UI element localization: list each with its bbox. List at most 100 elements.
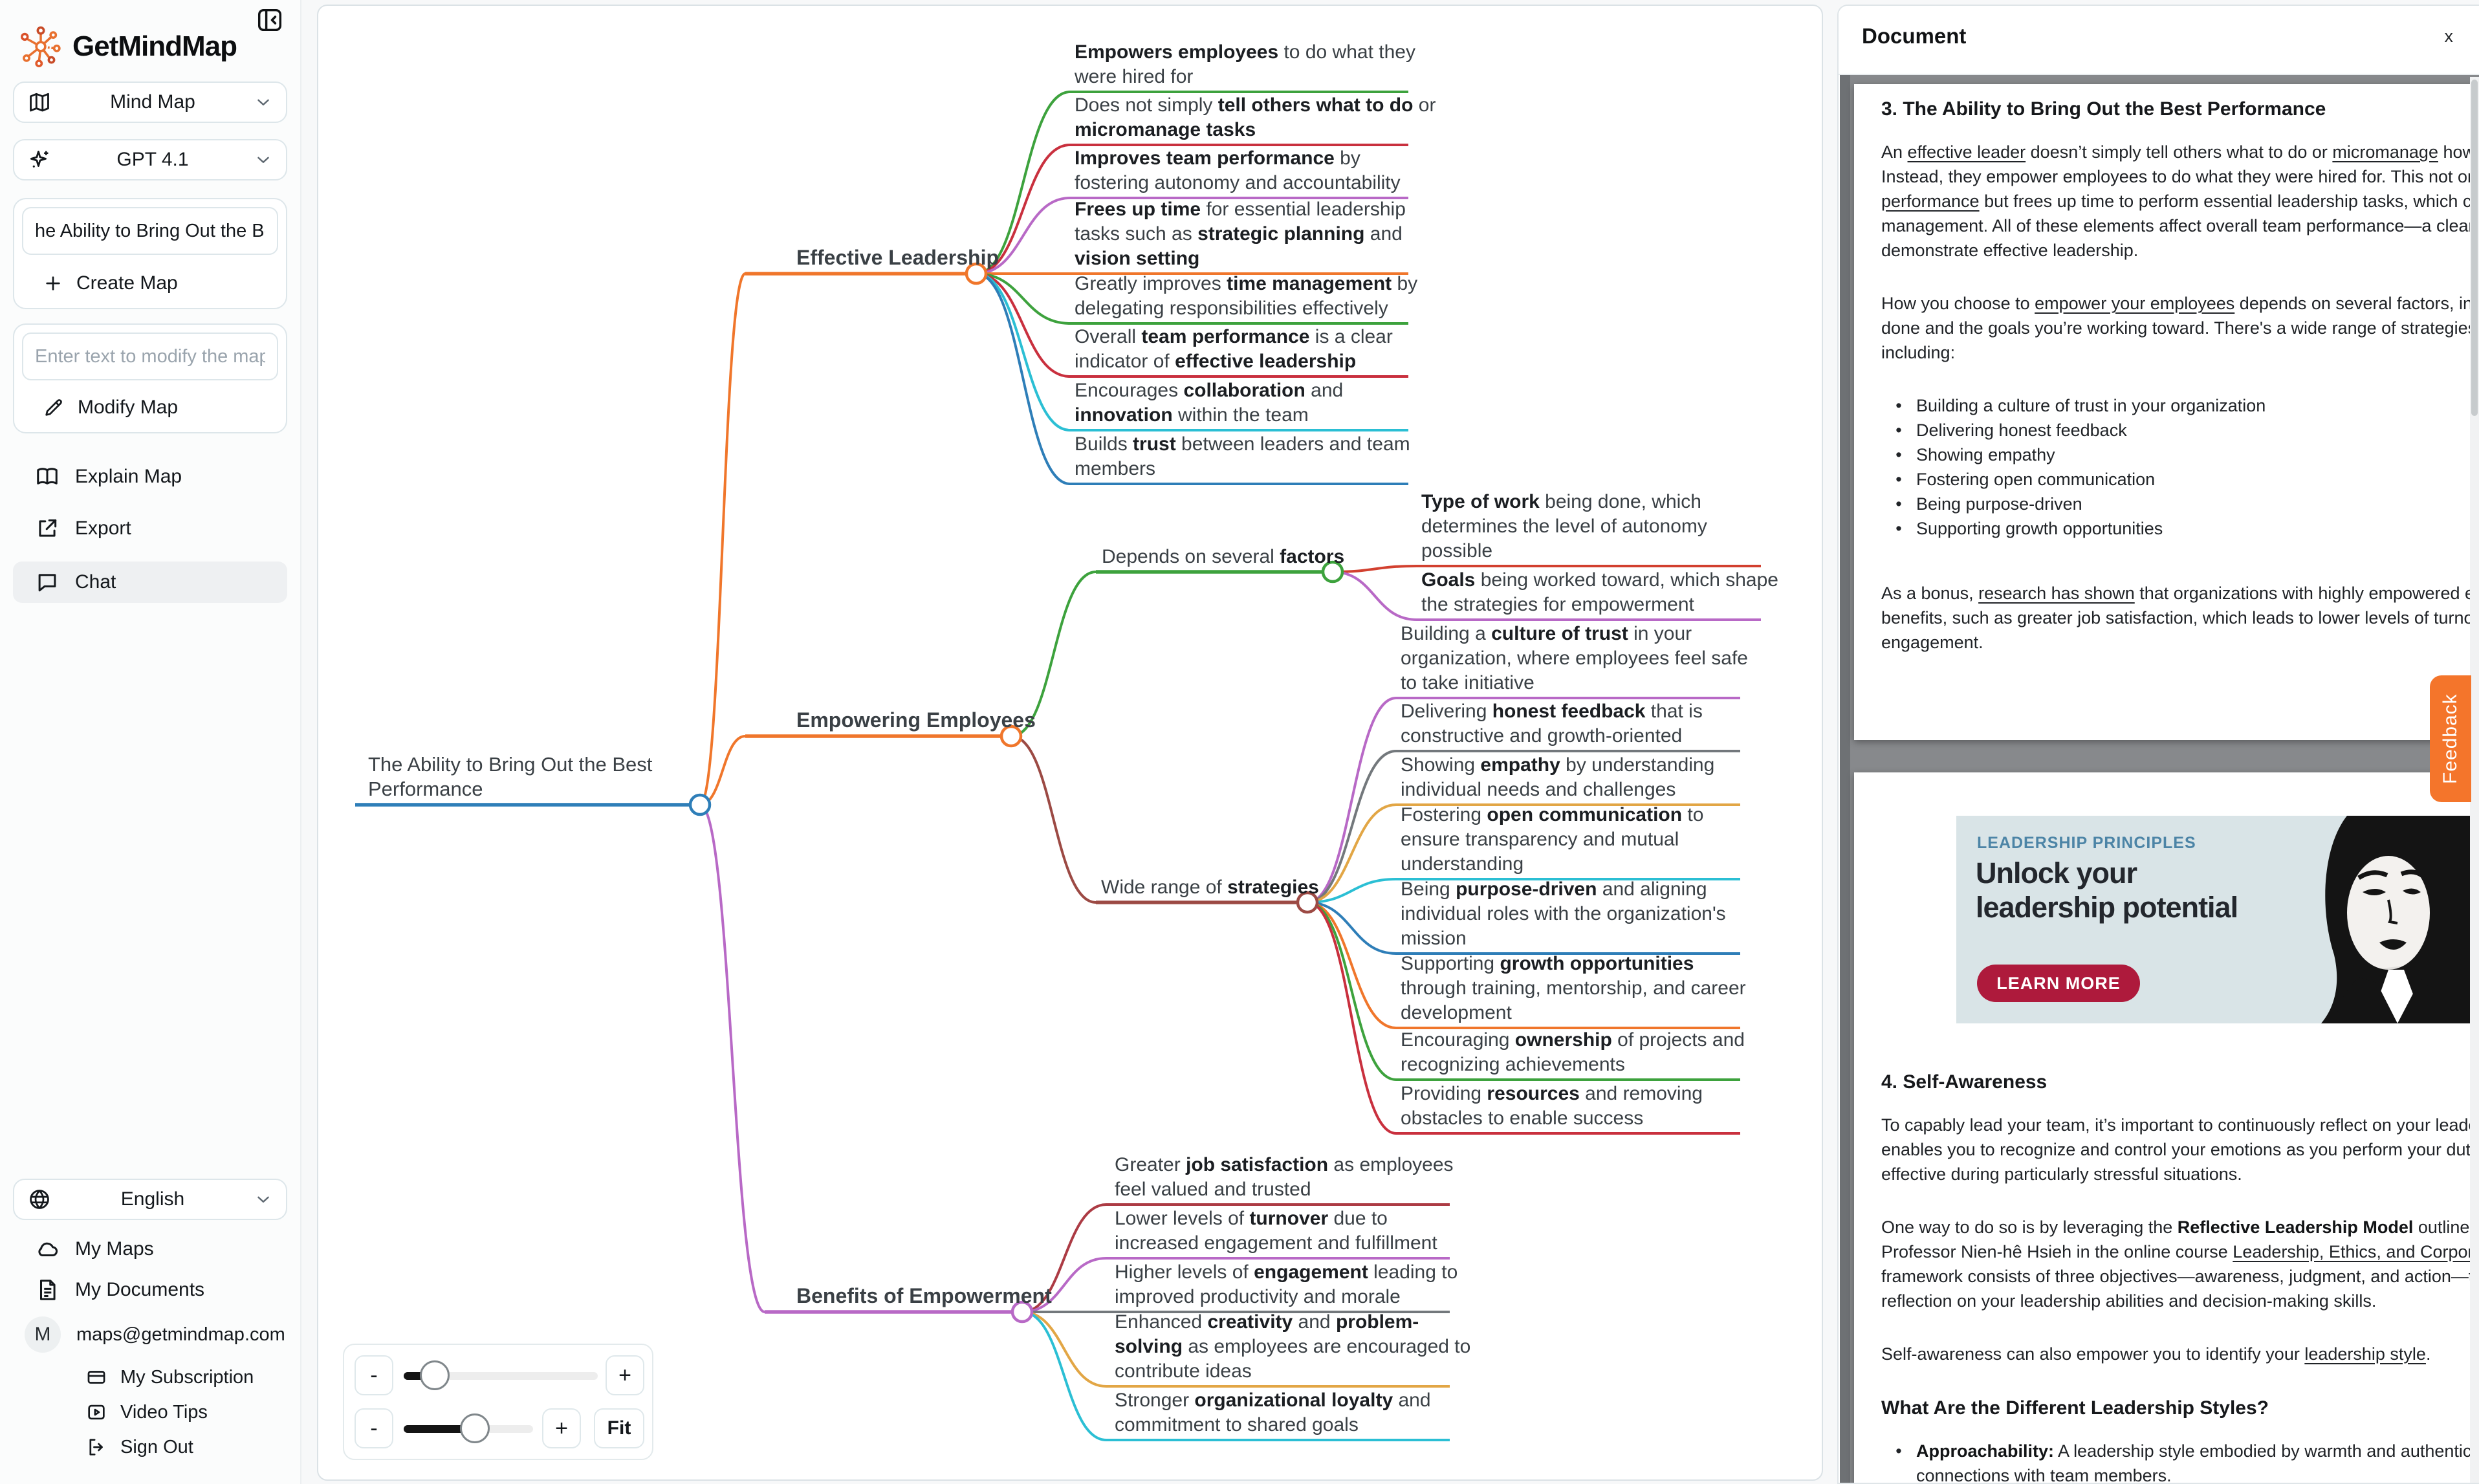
mindmap-node-label[interactable]: delegating responsibilities effectively (1075, 298, 1388, 319)
account-row[interactable]: M maps@getmindmap.com (13, 1313, 287, 1356)
mindmap-node-label[interactable]: Stronger organizational loyalty and (1115, 1390, 1431, 1411)
document-viewer[interactable]: 3. The Ability to Bring Out the Best Per… (1840, 75, 2479, 1483)
mindmap-node-label[interactable]: feel valued and trusted (1115, 1179, 1311, 1200)
topic-input[interactable] (22, 207, 278, 255)
zoom-slider-2-thumb[interactable] (460, 1413, 490, 1443)
mindmap-node-label[interactable]: possible (1421, 540, 1492, 562)
mindmap-node-label[interactable]: Does not simply tell others what to do o… (1075, 94, 1436, 116)
doc-link[interactable]: empower your employees (2035, 294, 2235, 313)
sidebar-item-my-documents[interactable]: My Documents (13, 1271, 287, 1309)
mindmap-node-circle[interactable] (999, 725, 1023, 748)
mindmap-node-label[interactable]: commitment to shared goals (1115, 1414, 1359, 1435)
mindmap-node-label[interactable]: improved productivity and morale (1115, 1286, 1401, 1307)
mindmap-node-label[interactable]: Building a culture of trust in your (1401, 623, 1692, 644)
mindmap-node-label[interactable]: Providing resources and removing (1401, 1083, 1703, 1104)
mindmap-node-label[interactable]: individual needs and challenges (1401, 779, 1676, 800)
mindmap-node-label[interactable]: understanding (1401, 853, 1523, 875)
mindmap-node-label[interactable]: were hired for (1074, 66, 1193, 87)
mindmap-node-label[interactable]: Fostering open communication to (1401, 804, 1703, 825)
scrollbar-thumb[interactable] (2471, 80, 2478, 416)
model-dropdown[interactable]: GPT 4.1 (13, 139, 287, 180)
doc-link[interactable]: performance (1881, 191, 1980, 211)
zoom-out-button-2[interactable]: - (355, 1408, 393, 1448)
mindmap-node-label[interactable]: The Ability to Bring Out the Best (368, 753, 653, 776)
mindmap-node-label[interactable]: organization, where employees feel safe (1401, 648, 1748, 669)
language-dropdown[interactable]: English (13, 1179, 287, 1220)
sidebar-item-chat[interactable]: Chat (13, 562, 287, 603)
mindmap-node-label[interactable]: Empowering Employees (796, 708, 1036, 732)
mindmap-node-label[interactable]: Overall team performance is a clear (1075, 326, 1393, 347)
mindmap-node-label[interactable]: Empowers employees to do what they (1075, 41, 1415, 63)
sidebar-item-my-subscription[interactable]: My Subscription (85, 1360, 287, 1395)
zoom-slider-1-thumb[interactable] (420, 1360, 450, 1390)
doc-link[interactable]: micromanage (2332, 142, 2438, 162)
mindmap-node-label[interactable]: members (1075, 458, 1155, 479)
mindmap-node-label[interactable]: vision setting (1075, 248, 1199, 269)
mindmap-node-label[interactable]: micromanage tasks (1075, 119, 1256, 140)
mindmap-node-label[interactable]: Greater job satisfaction as employees (1115, 1154, 1454, 1175)
mindmap-node-label[interactable]: solving as employees are encouraged to (1115, 1336, 1470, 1357)
doc-link[interactable]: Leadership, Ethics, and Corporat (2233, 1242, 2479, 1261)
mindmap-node-label[interactable]: development (1401, 1002, 1512, 1023)
mindmap-node-label[interactable]: Encourages collaboration and (1075, 380, 1343, 401)
document-scrollbar[interactable] (2470, 77, 2479, 1483)
mindmap-node-label[interactable]: mission (1401, 928, 1467, 949)
close-icon[interactable]: x (2444, 27, 2454, 46)
mindmap-node-circle[interactable] (1296, 891, 1319, 914)
mindmap-node-label[interactable]: recognizing achievements (1401, 1054, 1625, 1075)
zoom-in-button-1[interactable]: + (606, 1355, 644, 1395)
mindmap-node-label[interactable]: Being purpose-driven and aligning (1401, 878, 1707, 900)
mindmap-node-label[interactable]: Type of work being done, which (1421, 491, 1701, 512)
zoom-slider-1[interactable] (404, 1360, 598, 1390)
fit-button[interactable]: Fit (594, 1408, 644, 1448)
mindmap-node-circle[interactable] (1010, 1300, 1034, 1324)
mindmap-node-label[interactable]: Enhanced creativity and problem- (1115, 1311, 1419, 1333)
mindmap-node-label[interactable]: Encouraging ownership of projects and (1401, 1029, 1745, 1051)
mindmap-node-label[interactable]: increased engagement and fulfillment (1115, 1232, 1437, 1254)
mindmap-node-label[interactable]: Effective Leadership (796, 246, 999, 269)
feedback-tab[interactable]: Feedback (2430, 675, 2471, 802)
mindmap-node-label[interactable]: Delivering honest feedback that is (1401, 701, 1703, 722)
zoom-in-button-2[interactable]: + (542, 1408, 581, 1448)
mindmap-node-label[interactable]: to take initiative (1401, 672, 1534, 693)
mindmap-node-circle[interactable] (965, 262, 988, 285)
mindmap-node-label[interactable]: Improves team performance by (1075, 147, 1360, 169)
mindmap-node-label[interactable]: Performance (368, 778, 483, 800)
doc-link[interactable]: effective leader (1907, 142, 2026, 162)
zoom-out-button-1[interactable]: - (355, 1355, 393, 1395)
mindmap-node-label[interactable]: Builds trust between leaders and team (1075, 433, 1410, 455)
sidebar-item-my-maps[interactable]: My Maps (13, 1230, 287, 1268)
collapse-sidebar-icon[interactable] (255, 5, 285, 35)
zoom-slider-2[interactable] (404, 1413, 533, 1443)
mindmap-node-label[interactable]: ensure transparency and mutual (1401, 829, 1679, 850)
sidebar-item-explain-map[interactable]: Explain Map (13, 456, 287, 497)
mindmap-node-label[interactable]: fostering autonomy and accountability (1075, 172, 1401, 193)
mindmap-node-label[interactable]: through training, mentorship, and career (1401, 977, 1746, 999)
mindmap-node-label[interactable]: the strategies for empowerment (1421, 594, 1695, 615)
mindmap-node-label[interactable]: Lower levels of turnover due to (1115, 1208, 1388, 1229)
mindmap-node-label[interactable]: Higher levels of engagement leading to (1115, 1261, 1458, 1283)
mindmap-node-label[interactable]: Showing empathy by understanding (1401, 754, 1714, 776)
doc-link[interactable]: research has shown (1978, 584, 2135, 603)
map-type-dropdown[interactable]: Mind Map (13, 82, 287, 123)
mindmap-node-label[interactable]: contribute ideas (1115, 1360, 1252, 1382)
mindmap-node-label[interactable]: Benefits of Empowerment (796, 1284, 1052, 1307)
mindmap-node-label[interactable]: Goals being worked toward, which shape (1421, 569, 1778, 591)
sidebar-item-video-tips[interactable]: Video Tips (85, 1395, 287, 1430)
modify-map-button[interactable]: Modify Map (14, 383, 286, 432)
mindmap-node-label[interactable]: Wide range of strategies (1101, 877, 1319, 898)
modify-map-input[interactable] (22, 333, 278, 380)
sidebar-item-export[interactable]: Export (13, 508, 287, 549)
create-map-button[interactable]: Create Map (14, 259, 286, 308)
mindmap-node-label[interactable]: tasks such as strategic planning and (1075, 223, 1403, 245)
mindmap-node-label[interactable]: indicator of effective leadership (1075, 351, 1356, 372)
mindmap-node-label[interactable]: Frees up time for essential leadership (1075, 199, 1406, 220)
mindmap-node-circle[interactable] (1321, 560, 1344, 584)
mindmap-node-label[interactable]: Supporting growth opportunities (1401, 953, 1694, 974)
mindmap-node-label[interactable]: individual roles with the organization's (1401, 903, 1726, 924)
mindmap-node-label[interactable]: innovation within the team (1075, 404, 1309, 426)
mindmap-node-circle[interactable] (688, 793, 712, 816)
mindmap-node-label[interactable]: determines the level of autonomy (1421, 516, 1707, 537)
